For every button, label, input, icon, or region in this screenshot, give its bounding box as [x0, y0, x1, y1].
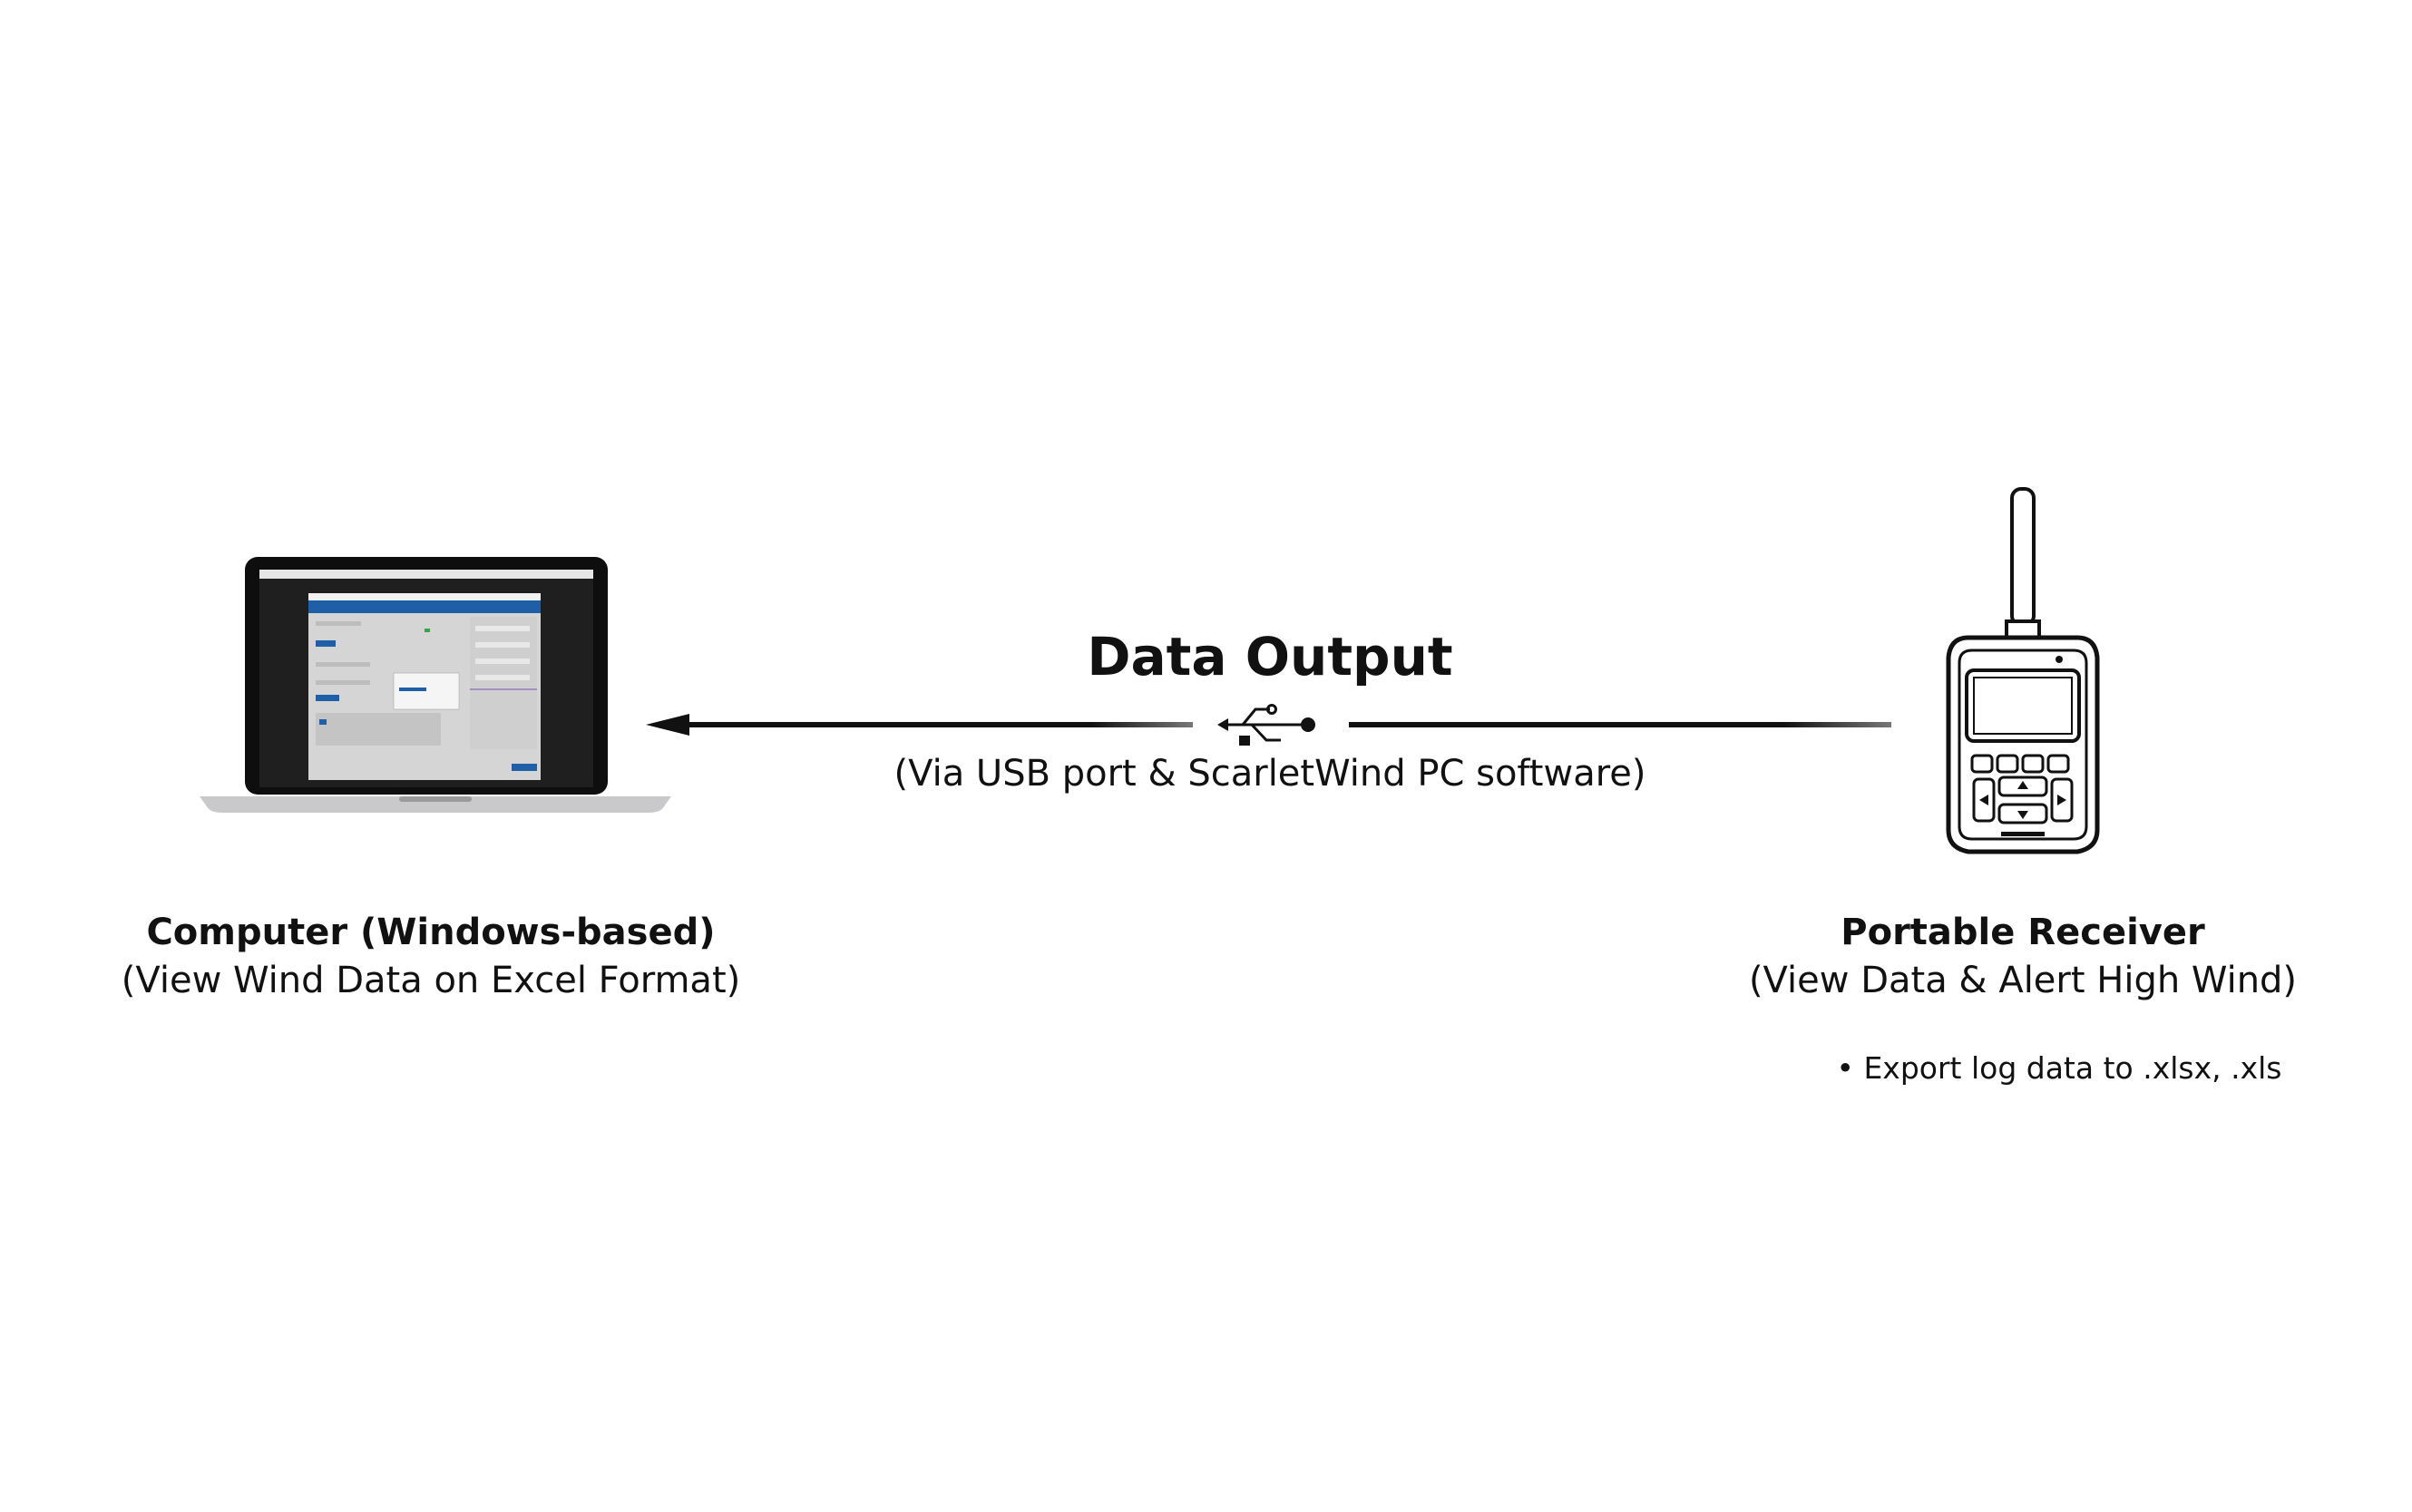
computer-title: Computer (Windows-based)	[146, 912, 716, 953]
receiver-bullet: • Export log data to .xlsx, .xls	[1836, 1050, 2282, 1086]
receiver-subtitle: (View Data & Alert High Wind)	[1748, 960, 2298, 1001]
computer-subtitle: (View Wind Data on Excel Format)	[121, 960, 741, 1001]
receiver-title: Portable Receiver	[1841, 912, 2205, 953]
arrow-line-left	[685, 722, 1193, 727]
arrow-line-right	[1349, 722, 1891, 727]
laptop-illustration	[200, 557, 671, 813]
arrow-head	[646, 714, 689, 736]
diagram-subtitle: (Via USB port & ScarletWind PC software)	[894, 753, 1646, 795]
app-header	[308, 600, 541, 613]
receiver-illustration	[1946, 487, 2100, 854]
laptop-base	[200, 796, 671, 813]
antenna	[2010, 487, 2036, 627]
data-flow-arrow	[646, 704, 1891, 746]
usb-icon	[1217, 704, 1315, 746]
diagram-title: Data Output	[1087, 626, 1453, 688]
